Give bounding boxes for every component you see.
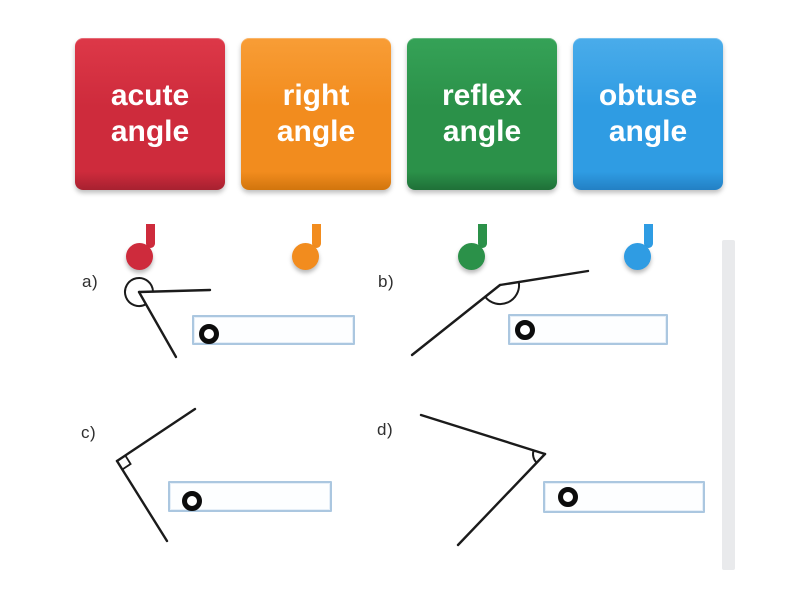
card-face[interactable]: right angle (241, 38, 391, 190)
angle-figure-c (115, 407, 197, 543)
card-right-angle[interactable]: right angle (241, 38, 391, 270)
card-pin-stem (477, 224, 487, 248)
figure-label-d: d) (377, 420, 394, 439)
drop-marker-b[interactable] (515, 320, 535, 340)
card-pin-dot (624, 243, 651, 270)
card-acute-angle[interactable]: acute angle (75, 38, 225, 270)
card-pin-stem (311, 224, 321, 248)
figure-label-c: c) (81, 423, 97, 442)
card-obtuse-angle[interactable]: obtuse angle (573, 38, 723, 270)
worksheet-scrollbar[interactable] (722, 240, 735, 570)
drop-marker-d[interactable] (558, 487, 578, 507)
answer-slot-a[interactable] (192, 315, 355, 345)
card-reflex-angle[interactable]: reflex angle (407, 38, 557, 270)
card-pin-dot (292, 243, 319, 270)
card-face[interactable]: obtuse angle (573, 38, 723, 190)
figure-label-a: a) (82, 272, 99, 291)
card-pin-stem (643, 224, 653, 248)
figure-label-b: b) (378, 272, 395, 291)
drop-marker-a[interactable] (199, 324, 219, 344)
card-face[interactable]: reflex angle (407, 38, 557, 190)
angle-figure-d (419, 413, 547, 547)
card-pin-dot (126, 243, 153, 270)
card-pin-dot (458, 243, 485, 270)
card-face[interactable]: acute angle (75, 38, 225, 190)
drop-marker-c[interactable] (182, 491, 202, 511)
card-pin-stem (145, 224, 155, 248)
